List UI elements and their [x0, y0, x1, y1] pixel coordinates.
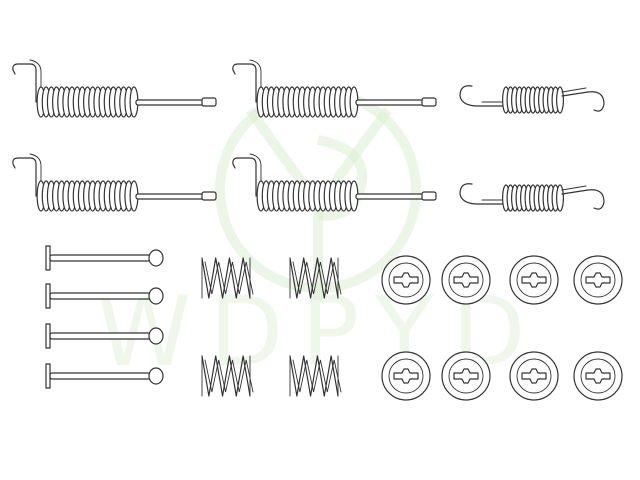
- pin-tip: [148, 249, 164, 267]
- hold-down-pin: [45, 245, 164, 271]
- cup-inner: [388, 262, 424, 298]
- right-hook-edge: [561, 87, 587, 93]
- spring-coil-front: [289, 355, 339, 397]
- watermark-p-bowl: [316, 135, 368, 221]
- pin-tip: [148, 287, 164, 305]
- spring-hook: [232, 157, 257, 197]
- spring-coil-front: [201, 355, 251, 397]
- hold-down-cup: [381, 351, 431, 401]
- return-spring-with-rod: [12, 59, 217, 118]
- spring-coil-front: [201, 257, 251, 299]
- cup-slot: [585, 368, 611, 384]
- spring-rod: [135, 193, 209, 200]
- spring-coil-back: [204, 359, 254, 393]
- cup-inner: [516, 358, 552, 394]
- cup-slot: [521, 368, 547, 384]
- spring-hook: [12, 63, 37, 103]
- spring-hook-edge: [29, 153, 42, 197]
- cup-inner: [580, 262, 616, 298]
- return-spring-double-hook: [459, 183, 605, 212]
- spring-rod-tip: [421, 191, 437, 201]
- spring-rod: [355, 193, 429, 200]
- hold-down-cup: [573, 255, 623, 305]
- hold-down-cup: [441, 351, 491, 401]
- hold-down-cup: [441, 255, 491, 305]
- return-spring-double-hook: [459, 85, 605, 114]
- spring-coil-turn: [556, 86, 564, 114]
- hold-down-pin: [45, 283, 164, 309]
- hold-down-spring: [289, 257, 342, 299]
- pin-head: [45, 323, 51, 349]
- spring-hook-edge: [249, 59, 262, 103]
- parts-layer: [12, 59, 623, 401]
- spring-coil-back: [292, 261, 342, 295]
- cup-slot: [393, 272, 419, 288]
- cup-slot: [585, 272, 611, 288]
- cup-inner: [580, 358, 616, 394]
- return-spring-with-rod: [12, 153, 217, 212]
- spring-hook-edge: [29, 59, 42, 103]
- hold-down-cup: [381, 255, 431, 305]
- right-hook: [561, 91, 605, 112]
- cup-inner: [448, 262, 484, 298]
- hold-down-cup: [509, 255, 559, 305]
- hold-down-pin: [45, 363, 164, 389]
- pin-head: [45, 283, 51, 309]
- spring-hook-edge: [249, 153, 262, 197]
- spring-coil-turn: [556, 184, 564, 212]
- cup-inner: [388, 358, 424, 394]
- cup-slot: [453, 272, 479, 288]
- cup-slot: [393, 368, 419, 384]
- pin-head: [45, 363, 51, 389]
- spring-coil-back: [204, 261, 254, 295]
- return-spring-with-rod: [232, 59, 437, 118]
- return-spring-with-rod: [232, 153, 437, 212]
- spring-hook: [232, 63, 257, 103]
- pin-tip: [148, 367, 164, 385]
- hold-down-spring: [289, 355, 342, 397]
- spring-rod-tip: [201, 97, 217, 107]
- pin-shank: [49, 292, 151, 300]
- pin-shank: [49, 254, 151, 262]
- left-hook: [459, 183, 504, 205]
- spring-rod: [135, 99, 209, 106]
- cup-inner: [516, 262, 552, 298]
- hold-down-pin: [45, 323, 164, 349]
- right-hook-edge: [561, 185, 587, 191]
- pin-tip: [148, 327, 164, 345]
- spring-rod: [355, 99, 429, 106]
- spring-hook: [12, 157, 37, 197]
- pin-shank: [49, 332, 151, 340]
- left-hook: [459, 85, 504, 107]
- spring-rod-tip: [201, 191, 217, 201]
- cup-inner: [448, 358, 484, 394]
- cup-slot: [521, 272, 547, 288]
- hold-down-spring: [201, 355, 254, 397]
- spring-rod-tip: [421, 97, 437, 107]
- hold-down-cup: [509, 351, 559, 401]
- spring-coil-back: [292, 359, 342, 393]
- cup-slot: [453, 368, 479, 384]
- right-hook: [561, 189, 605, 210]
- spring-coil-front: [289, 257, 339, 299]
- pin-head: [45, 245, 51, 271]
- pin-shank: [49, 372, 151, 380]
- hold-down-spring: [201, 257, 254, 299]
- hold-down-cup: [573, 351, 623, 401]
